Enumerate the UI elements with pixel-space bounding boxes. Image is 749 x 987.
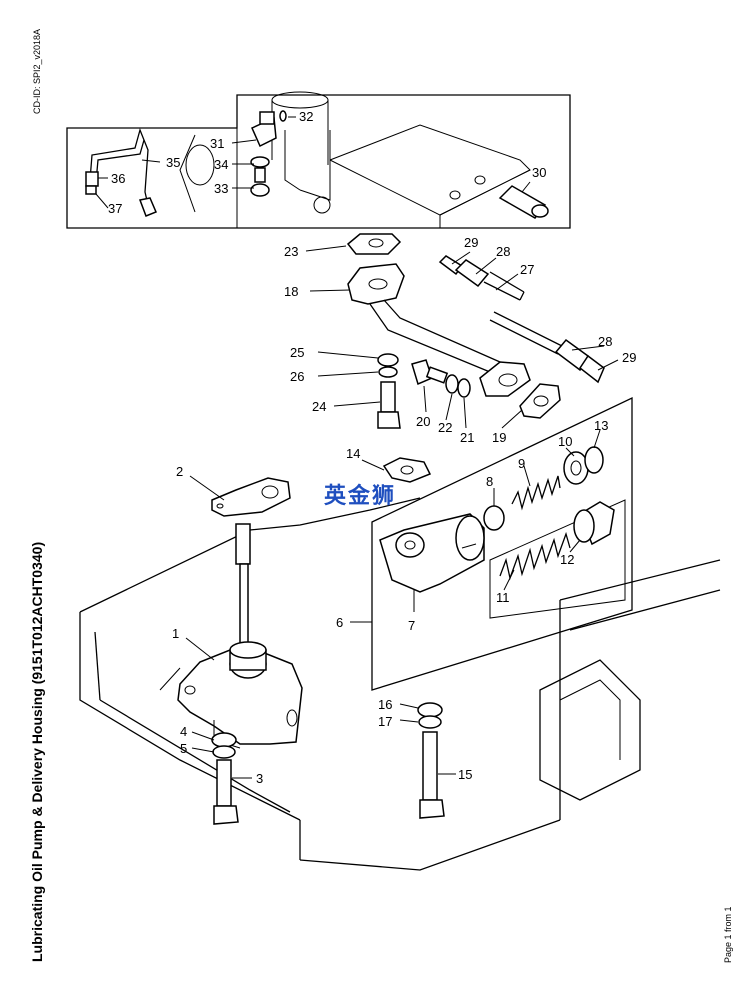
bolt-24-stack [377, 353, 401, 429]
leader-lines [95, 116, 619, 779]
callout-labels: 35 36 37 31 32 34 33 30 23 18 25 26 24 2… [108, 109, 636, 786]
cap-12 [573, 501, 615, 546]
callout-24: 24 [312, 399, 326, 414]
callout-29-bottom: 29 [622, 350, 636, 365]
callout-9: 9 [518, 456, 525, 471]
callout-21: 21 [460, 430, 474, 445]
callout-28-bottom: 28 [598, 334, 612, 349]
callout-4: 4 [180, 724, 187, 739]
callout-32: 32 [299, 109, 313, 124]
callout-6: 6 [336, 615, 343, 630]
callout-2: 2 [176, 464, 183, 479]
gasket-19 [519, 383, 561, 419]
callout-10: 10 [558, 434, 572, 449]
bolt-15-stack [417, 702, 445, 819]
callout-7: 7 [408, 618, 415, 633]
callout-37: 37 [108, 201, 122, 216]
document-id: CD-ID: SPI2_v2018A [32, 28, 42, 114]
callout-1: 1 [172, 626, 179, 641]
gasket-14 [382, 457, 432, 483]
callout-11: 11 [496, 590, 510, 605]
callout-17: 17 [378, 714, 392, 729]
plunger-8 [483, 505, 505, 531]
bolt-20-stack [411, 359, 471, 398]
callout-33: 33 [214, 181, 228, 196]
gasket-2 [211, 477, 291, 517]
spring-9 [511, 475, 561, 511]
callout-18: 18 [284, 284, 298, 299]
callout-34: 34 [214, 157, 228, 172]
watermark-logo: 英金狮 [324, 484, 397, 509]
callout-14: 14 [346, 446, 360, 461]
cap-10-13 [563, 446, 604, 485]
callout-3: 3 [256, 771, 263, 786]
page-number: Page 1 from 1 [723, 906, 733, 963]
diagram-title: Lubricating Oil Pump & Delivery Housing … [29, 541, 45, 962]
callout-29-top: 29 [464, 235, 478, 250]
pipe-27-assembly [438, 255, 605, 384]
gasket-23 [346, 233, 402, 255]
callout-36: 36 [111, 171, 125, 186]
callout-19: 19 [492, 430, 506, 445]
callout-22: 22 [438, 420, 452, 435]
callout-8: 8 [486, 474, 493, 489]
callout-12: 12 [560, 552, 574, 567]
callout-27: 27 [520, 262, 534, 277]
callout-25: 25 [290, 345, 304, 360]
callout-31: 31 [210, 136, 224, 151]
callout-13: 13 [594, 418, 608, 433]
callout-5: 5 [180, 741, 187, 756]
callout-15: 15 [458, 767, 472, 782]
callout-23: 23 [284, 244, 298, 259]
engine-block-outline [79, 497, 721, 871]
housing-body-7 [379, 513, 485, 593]
bolt-3-stack [211, 732, 239, 825]
inset-detail-box [66, 91, 571, 229]
callout-16: 16 [378, 697, 392, 712]
oil-pump-1 [177, 523, 303, 749]
callout-26: 26 [290, 369, 304, 384]
callout-30: 30 [532, 165, 546, 180]
delivery-pipe-18 [347, 263, 531, 397]
callout-35: 35 [166, 155, 180, 170]
callout-28-top: 28 [496, 244, 510, 259]
callout-20: 20 [416, 414, 430, 429]
